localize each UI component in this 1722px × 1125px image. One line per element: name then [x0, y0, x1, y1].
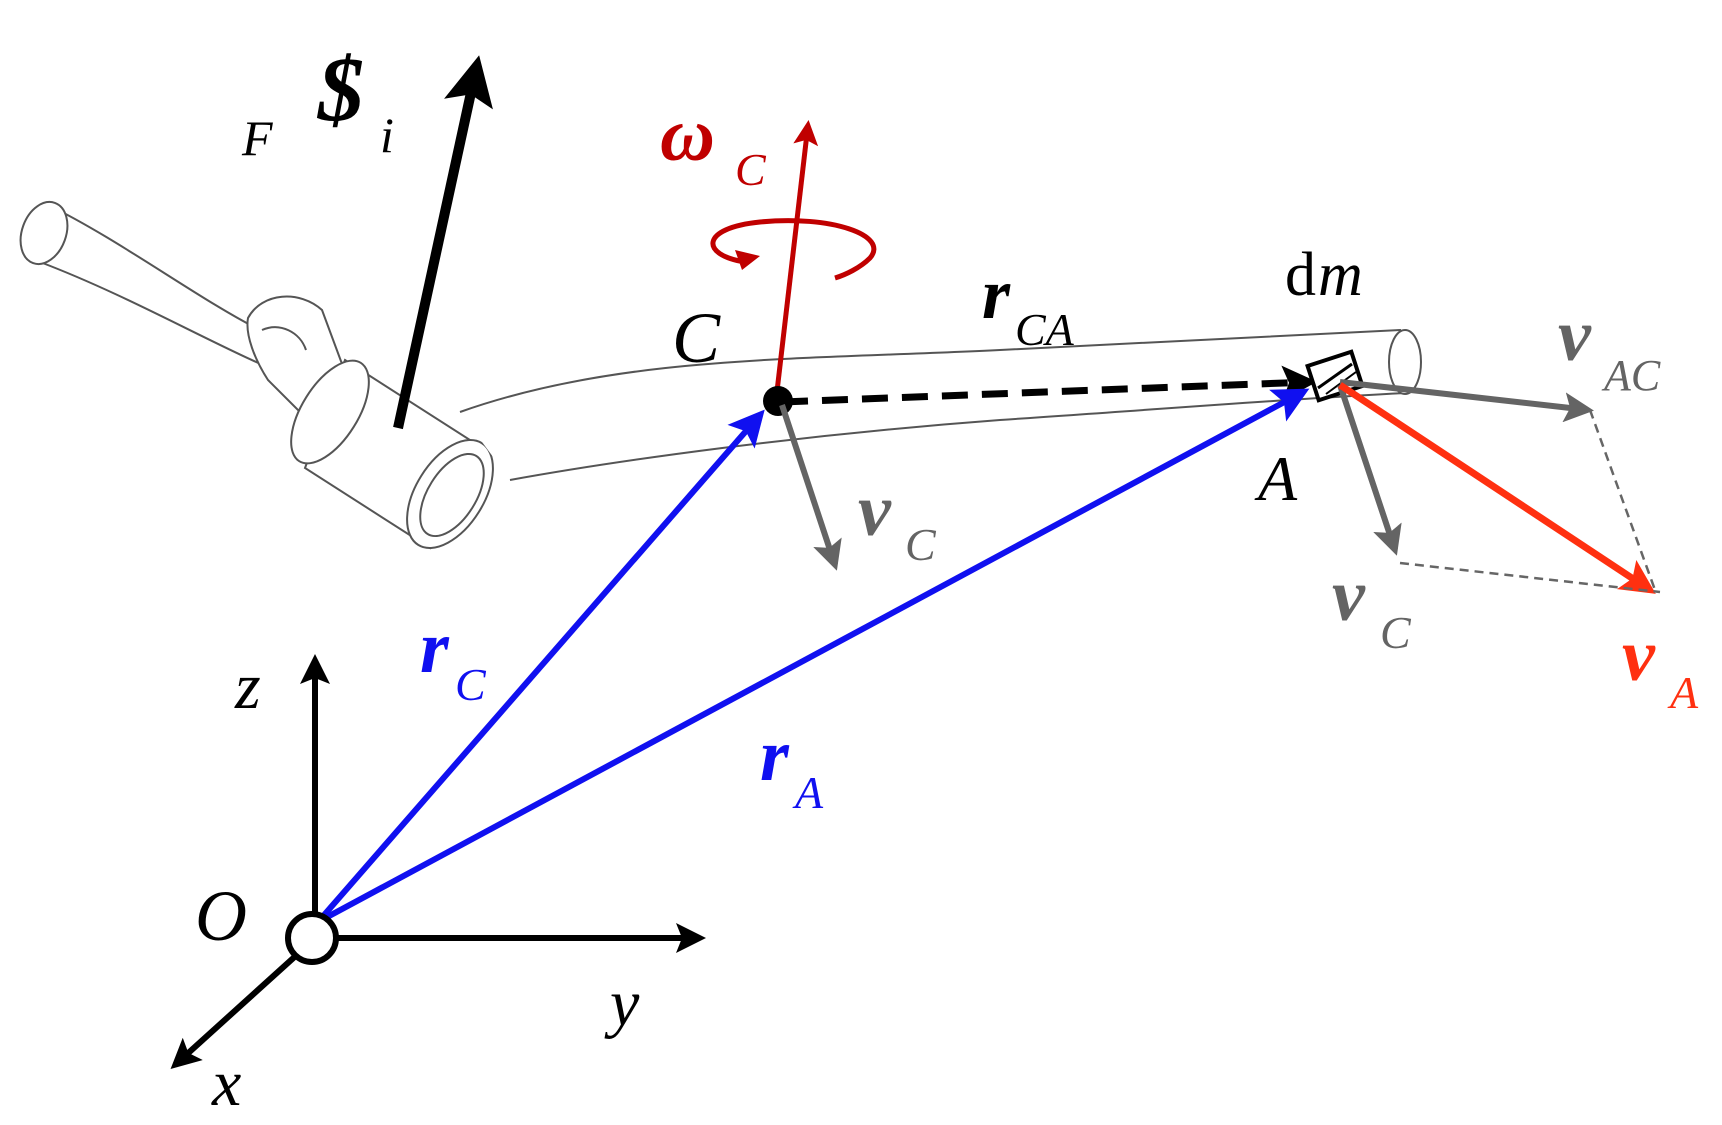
label-v-a-sub: A: [1667, 667, 1699, 718]
label-v-ac-sub: AC: [1601, 351, 1661, 400]
label-point-a: A: [1254, 443, 1298, 514]
label-r-ca-sub: CA: [1015, 304, 1075, 355]
flexible-link: [459, 328, 1422, 481]
parallelogram-top: [1588, 409, 1657, 591]
label-axis-z: z: [234, 650, 261, 723]
parallelogram-bottom: [1399, 561, 1661, 594]
rotation-arrow-head: [735, 250, 760, 270]
label-r-a-sub: A: [792, 767, 824, 818]
label-v-c-left-sub: C: [905, 519, 937, 570]
label-v-c-right: v: [1332, 555, 1366, 637]
r-c-vector: [315, 409, 765, 924]
v-c-arrow-left: [779, 404, 842, 571]
r-ca-vector: [781, 365, 1317, 406]
x-axis: [170, 949, 303, 1070]
screw-force-arrow: [393, 55, 493, 430]
cylinder-joint: [290, 358, 494, 550]
label-r-ca: r: [982, 254, 1011, 334]
label-screw-subscript: i: [380, 107, 394, 163]
v-ac-arrow: [1339, 379, 1594, 423]
label-v-c-right-sub: C: [1380, 607, 1412, 658]
r-a-vector: [316, 388, 1310, 925]
label-r-c-sub: C: [455, 659, 487, 710]
label-axis-y: y: [604, 967, 640, 1040]
curved-pipe: [19, 201, 303, 383]
label-v-c-left: v: [858, 470, 892, 552]
label-screw-symbol: $: [316, 38, 364, 140]
omega-axis-arrow: [773, 120, 819, 401]
label-axis-x: x: [211, 1047, 241, 1120]
origin-circle: [285, 911, 339, 965]
v-c-arrow-right: [1337, 384, 1402, 556]
label-omega-sub: C: [735, 144, 767, 195]
v-a-arrow: [1338, 382, 1656, 594]
label-point-c: C: [672, 298, 721, 378]
label-dm-m: m: [1318, 241, 1363, 309]
label-r-c: r: [420, 607, 450, 689]
label-screw-prefix: F: [241, 110, 273, 166]
label-v-a: v: [1622, 615, 1656, 697]
rotation-arrow: [710, 218, 877, 281]
label-dm-d: d: [1285, 241, 1316, 309]
label-v-ac: v: [1558, 295, 1592, 377]
point-c-dot: [763, 386, 793, 416]
label-omega: ω: [660, 93, 715, 177]
label-origin: O: [195, 876, 247, 956]
label-r-a: r: [760, 715, 790, 797]
